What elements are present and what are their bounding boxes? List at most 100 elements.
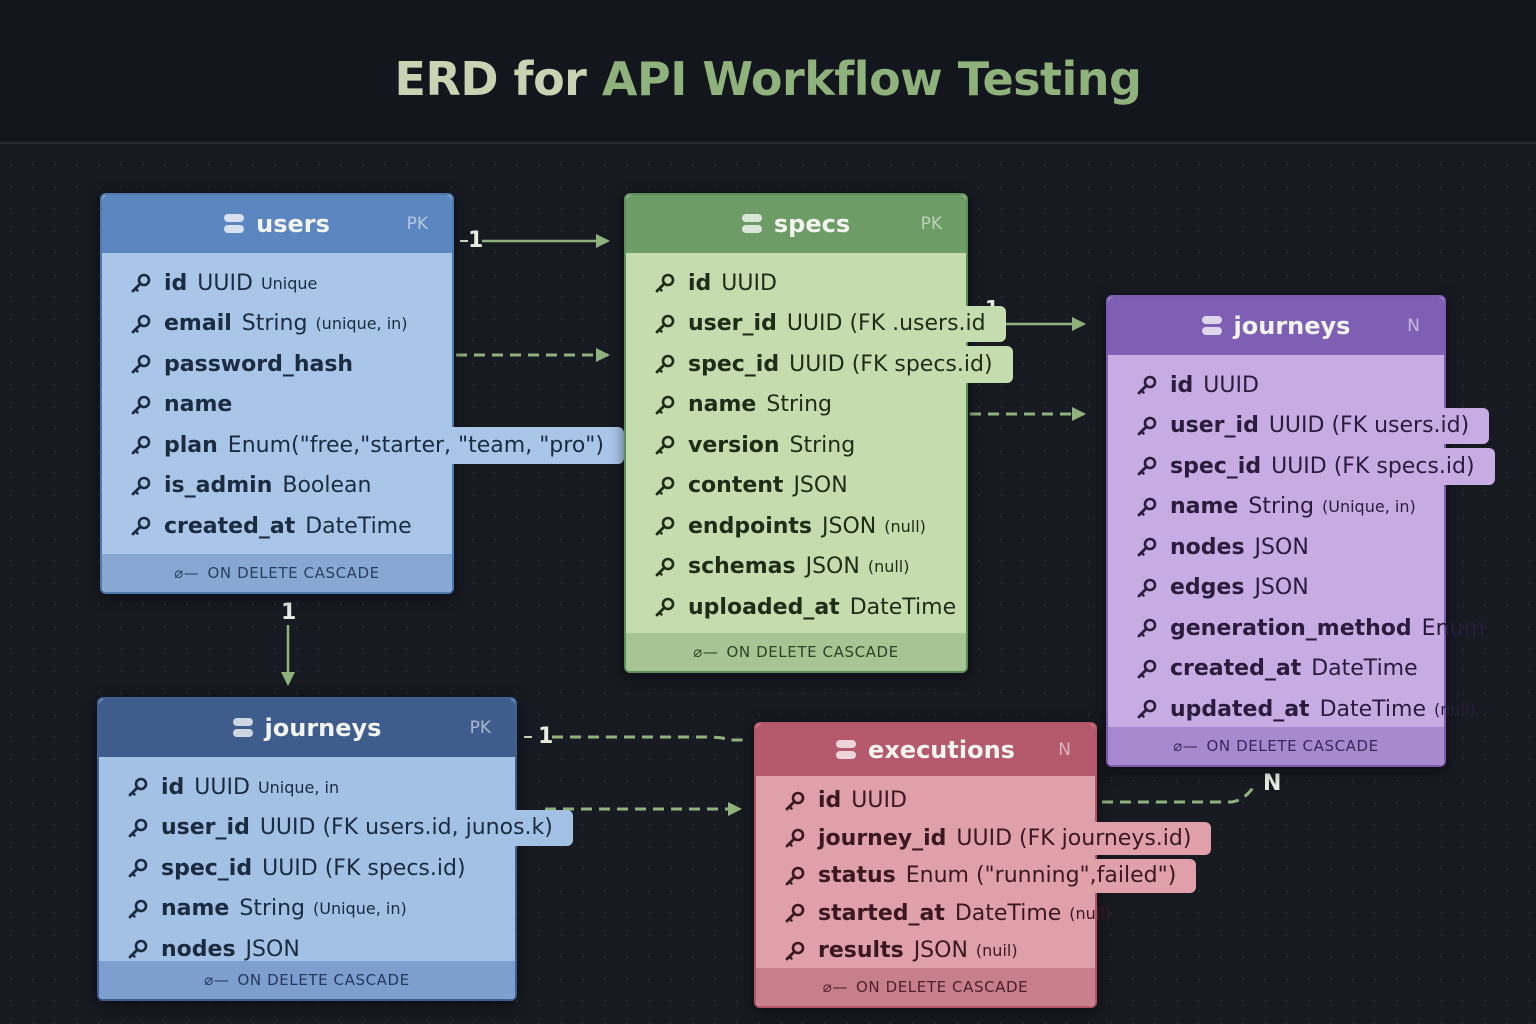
field-name: spec_id [161, 855, 253, 881]
field-type: UUID (FK users.id, junos.k) [259, 815, 553, 841]
key-icon [130, 353, 152, 375]
specs-table-header[interactable]: specs PK [626, 195, 966, 253]
key-icon [1136, 455, 1158, 477]
field-row-name[interactable]: name [102, 385, 452, 426]
cardinality-users-journeys: 1 [281, 600, 297, 625]
key-icon [784, 865, 806, 887]
field-highlight [1108, 448, 1495, 485]
field-type: UUID [721, 270, 777, 296]
header: ERD for API Workflow Testing [0, 0, 1536, 144]
field-type: UUID (FK specs.id) [1271, 453, 1475, 479]
key-icon [130, 434, 152, 456]
executions-table-header[interactable]: executions N [756, 724, 1095, 776]
field-name: id [818, 788, 842, 814]
key-icon [1136, 658, 1158, 680]
field-note: (null) [1069, 903, 1111, 923]
link-icon: ⌀— [174, 564, 200, 582]
field-highlight [99, 809, 573, 846]
field-type: JSON [245, 936, 300, 962]
users-table-name: users [256, 210, 330, 238]
title-part-2: API Workflow Testing [601, 52, 1142, 106]
field-type: JSON [822, 513, 877, 539]
key-icon [654, 394, 676, 416]
field-row-id[interactable]: id UUID Unique, in [99, 767, 515, 808]
key-icon [654, 313, 676, 335]
users-table-header[interactable]: users PK [102, 195, 452, 253]
key-icon [784, 790, 806, 812]
key-icon [654, 353, 676, 375]
field-row-nodes[interactable]: nodes JSON [99, 929, 515, 970]
specs-table-title: specs [741, 210, 850, 238]
field-note: Unique, in [257, 777, 340, 797]
field-name: id [161, 774, 185, 800]
users-table-tag: PK [406, 214, 428, 234]
field-name: user_id [161, 815, 250, 841]
key-icon [130, 394, 152, 416]
field-highlight [1108, 407, 1489, 444]
journeys-right-table-header[interactable]: journeys N [1108, 297, 1444, 355]
link-journeys-executions-top[interactable] [552, 735, 748, 742]
field-name: updated_at [1170, 696, 1310, 722]
journeys-table-bottom[interactable]: journeys PK id UUID Unique, in user_id UUID … [97, 697, 573, 1001]
field-name: email [164, 311, 232, 337]
field-type: UUID [197, 270, 253, 296]
key-icon [1136, 698, 1158, 720]
field-type: DateTime [1319, 696, 1426, 722]
key-icon [654, 596, 676, 618]
field-row-password-hash[interactable]: password_hash [102, 344, 452, 385]
field-name: generation_method [1170, 615, 1412, 641]
field-name: nodes [161, 936, 236, 962]
executions-table-tag: N [1058, 740, 1071, 760]
field-name: status [818, 863, 896, 889]
field-note: (unique, in) [315, 314, 408, 334]
field-note: (null) [1434, 699, 1476, 719]
link-executions-journeys-return[interactable] [1102, 785, 1256, 804]
field-type: UUID [194, 774, 250, 800]
field-name: id [164, 270, 188, 296]
field-row-user-id[interactable]: user_id UUID (FK users.id, junos.k) [99, 808, 573, 849]
journeys-bottom-table-header[interactable]: journeys PK [99, 699, 515, 757]
field-type: JSON [805, 554, 860, 580]
field-name: schemas [688, 554, 796, 580]
field-type: String [766, 392, 833, 418]
field-row-updated-at[interactable]: updated_at DateTime (null) [1108, 689, 1476, 730]
field-highlight [756, 821, 1211, 855]
users-table-footer: ⌀— ON DELETE CASCADE [102, 554, 452, 592]
journeys-right-table-title: journeys [1201, 312, 1350, 340]
